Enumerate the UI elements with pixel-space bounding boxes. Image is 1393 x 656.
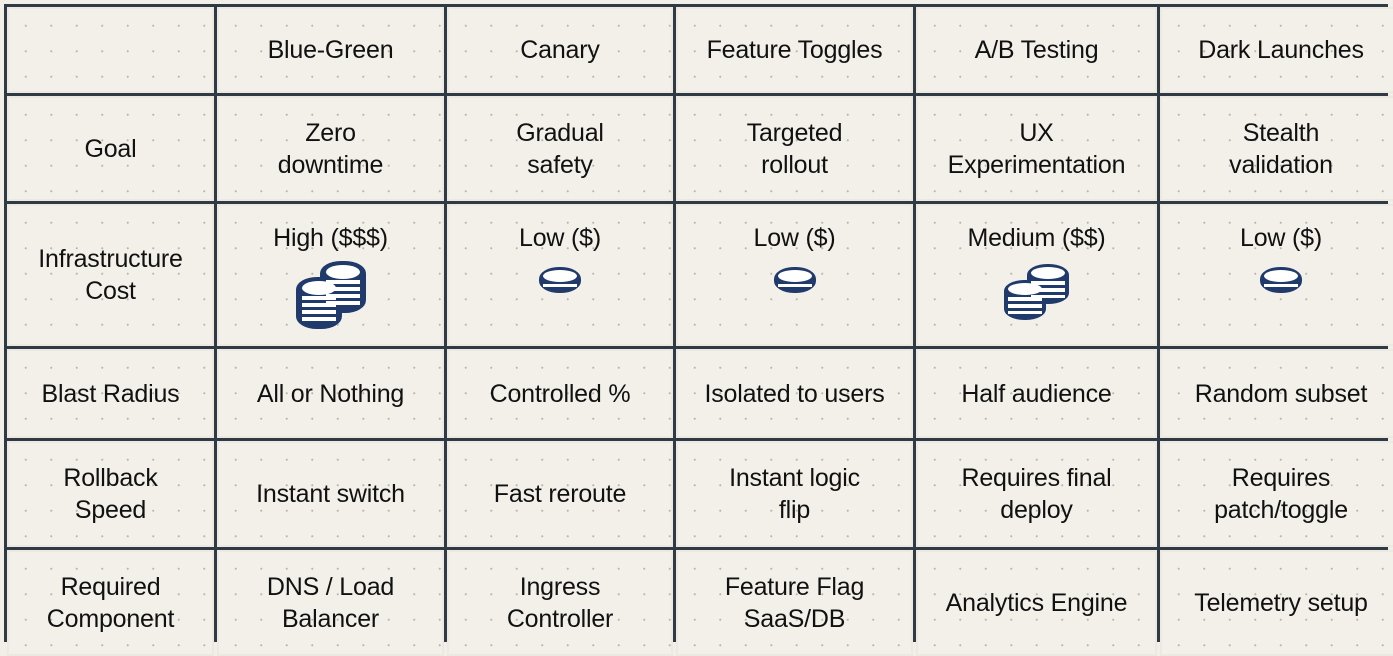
table-cell: Stealth validation: [1160, 96, 1393, 201]
table-cell: Medium ($$): [916, 204, 1157, 346]
table-cell: Feature Flag SaaS/DB: [676, 550, 913, 656]
cell-text: Instant logic flip: [729, 464, 860, 524]
cell-text: Feature Flag SaaS/DB: [724, 573, 865, 633]
table-cell: Fast reroute: [447, 441, 673, 547]
cell-text: Ingress Controller: [506, 573, 614, 633]
row-label: Rollback Speed: [63, 464, 158, 524]
cell-text: Requires final deploy: [961, 464, 1112, 524]
header-feature-toggles: Feature Toggles: [676, 7, 913, 93]
coin-single-icon: [536, 264, 584, 296]
table-cell: Half audience: [916, 349, 1157, 438]
table-cell: DNS / Load Balancer: [217, 550, 444, 656]
table-cell: Instant logic flip: [676, 441, 913, 547]
cell-text: Isolated to users: [704, 379, 885, 408]
table-cell: Requires patch/toggle: [1160, 441, 1393, 547]
row-label: Infrastructure Cost: [38, 245, 183, 305]
table-cell: Targeted rollout: [676, 96, 913, 201]
deployment-strategy-comparison-table: Blue-Green Canary Feature Toggles A/B Te…: [4, 4, 1393, 656]
cell-text: Analytics Engine: [945, 589, 1128, 617]
cell-text: UX Experimentation: [947, 118, 1126, 179]
table-cell: Telemetry setup: [1160, 550, 1393, 656]
cell-text: Stealth validation: [1229, 118, 1333, 179]
table-cell: Isolated to users: [676, 349, 913, 438]
coins-stack-large-icon: [293, 260, 369, 330]
table-cell: Low ($): [676, 204, 913, 346]
table-cell: Zero downtime: [217, 96, 444, 201]
cell-text: Zero downtime: [277, 118, 384, 179]
cell-text: Instant switch: [256, 480, 405, 508]
cell-text: Fast reroute: [493, 480, 627, 508]
header-ab-testing: A/B Testing: [916, 7, 1157, 93]
row-label: Goal: [84, 134, 137, 163]
cell-text: Half audience: [961, 379, 1112, 408]
column-header-label: Canary: [520, 36, 600, 64]
column-header-label: A/B Testing: [974, 36, 1099, 64]
header-canary: Canary: [447, 7, 673, 93]
cell-text: Telemetry setup: [1194, 589, 1368, 617]
coins-stack-medium-icon: [1001, 260, 1073, 324]
row-label: Blast Radius: [41, 379, 180, 408]
cell-text: Controlled %: [489, 379, 631, 408]
header-corner-cell: [7, 7, 214, 93]
row-label: Required Component: [46, 573, 175, 633]
coin-single-icon: [771, 264, 819, 296]
cell-text: All or Nothing: [256, 379, 405, 408]
cell-text: Random subset: [1194, 379, 1368, 408]
column-header-label: Blue-Green: [267, 36, 394, 64]
cell-text: Targeted rollout: [746, 118, 843, 179]
table-cell: High ($$$): [217, 204, 444, 346]
table-cell: Random subset: [1160, 349, 1393, 438]
table-cell: Gradual safety: [447, 96, 673, 201]
cell-text: Low ($): [1240, 224, 1322, 252]
table-cell: Requires final deploy: [916, 441, 1157, 547]
cell-text: High ($$$): [273, 224, 388, 252]
row-label-required-component: Required Component: [7, 550, 214, 656]
cell-text: DNS / Load Balancer: [266, 573, 395, 633]
row-label-goal: Goal: [7, 96, 214, 201]
table-cell: Ingress Controller: [447, 550, 673, 656]
header-blue-green: Blue-Green: [217, 7, 444, 93]
header-dark-launches: Dark Launches: [1160, 7, 1393, 93]
cell-text: Low ($): [519, 224, 601, 252]
cell-text: Gradual safety: [516, 118, 604, 179]
table-cell: UX Experimentation: [916, 96, 1157, 201]
cell-text: Requires patch/toggle: [1214, 464, 1348, 524]
cell-text: Low ($): [753, 224, 836, 252]
table-cell: Controlled %: [447, 349, 673, 438]
column-header-label: Feature Toggles: [706, 36, 883, 64]
row-label-infrastructure-cost: Infrastructure Cost: [7, 204, 214, 346]
table-cell: Low ($): [1160, 204, 1393, 346]
row-label-rollback-speed: Rollback Speed: [7, 441, 214, 547]
cell-text: Medium ($$): [967, 224, 1106, 252]
column-header-label: Dark Launches: [1198, 36, 1364, 64]
table-cell: Instant switch: [217, 441, 444, 547]
table-cell: All or Nothing: [217, 349, 444, 438]
coin-single-icon: [1257, 264, 1305, 296]
table-cell: Analytics Engine: [916, 550, 1157, 656]
row-label-blast-radius: Blast Radius: [7, 349, 214, 438]
table-cell: Low ($): [447, 204, 673, 346]
